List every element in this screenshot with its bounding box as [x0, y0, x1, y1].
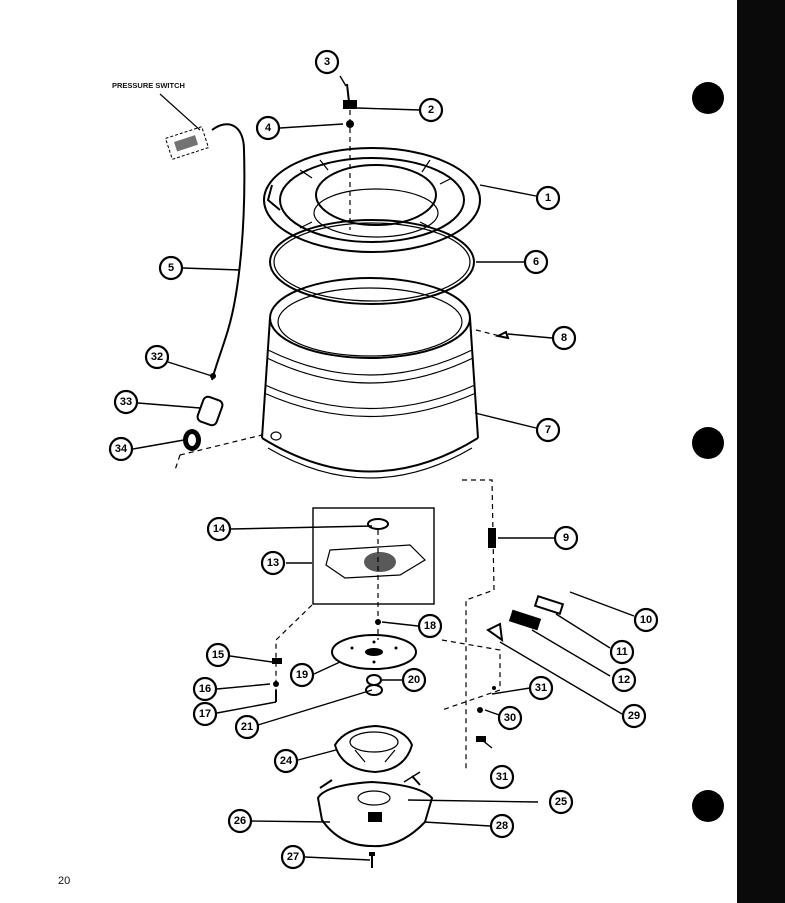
drain-fittings [183, 373, 224, 451]
svg-text:29: 29 [628, 710, 640, 722]
svg-text:4: 4 [265, 122, 272, 134]
svg-text:3: 3 [324, 56, 330, 68]
callout-30: 30 [497, 705, 523, 731]
punch-hole-middle [692, 427, 724, 459]
svg-text:32: 32 [151, 351, 163, 363]
transmission [325, 518, 426, 640]
svg-text:7: 7 [545, 424, 551, 436]
pressure-switch [164, 126, 210, 160]
motor-cover [333, 724, 414, 774]
callout-33: 33 [113, 389, 139, 415]
callout-5: 5 [158, 255, 184, 281]
callout-19: 19 [289, 662, 315, 688]
callout-24: 24 [273, 748, 299, 774]
tub-gasket [269, 219, 475, 305]
base-plate [316, 775, 434, 848]
svg-text:30: 30 [504, 712, 516, 724]
svg-text:1: 1 [545, 192, 551, 204]
hinge-bracket [488, 528, 496, 548]
svg-text:17: 17 [199, 708, 211, 720]
mounting-hardware [272, 658, 282, 702]
svg-text:9: 9 [563, 532, 569, 544]
tub-clip [494, 330, 510, 340]
svg-text:11: 11 [616, 646, 628, 658]
svg-text:28: 28 [496, 820, 508, 832]
punch-hole-top [692, 82, 724, 114]
svg-text:15: 15 [212, 649, 224, 661]
page-number: 20 [58, 875, 70, 887]
svg-text:25: 25 [555, 796, 567, 808]
svg-text:24: 24 [280, 755, 293, 767]
svg-text:26: 26 [234, 815, 246, 827]
callout-7: 7 [535, 417, 561, 443]
callout-10: 10 [633, 607, 659, 633]
callout-32: 32 [144, 344, 170, 370]
svg-text:10: 10 [640, 614, 652, 626]
callout-17: 17 [192, 701, 218, 727]
binding-edge [737, 0, 785, 903]
callout-1: 1 [535, 185, 561, 211]
svg-text:19: 19 [296, 669, 308, 681]
svg-text:14: 14 [213, 523, 226, 535]
outer-tub [261, 277, 479, 479]
svg-text:8: 8 [561, 332, 567, 344]
svg-text:12: 12 [618, 674, 630, 686]
pressure-switch-label: PRESSURE SWITCH [112, 81, 185, 90]
callout-29: 29 [621, 703, 647, 729]
punch-hole-bottom [692, 790, 724, 822]
callout-8: 8 [551, 325, 577, 351]
svg-text:31: 31 [496, 771, 508, 783]
svg-text:2: 2 [428, 104, 434, 116]
callout-27: 27 [280, 844, 306, 870]
svg-text:34: 34 [115, 443, 128, 455]
callout-20: 20 [401, 667, 427, 693]
callout-16: 16 [192, 676, 218, 702]
svg-text:6: 6 [533, 256, 539, 268]
tub-cover [263, 147, 481, 253]
latch-assembly [441, 594, 565, 742]
svg-text:33: 33 [120, 396, 132, 408]
callout-3: 3 [314, 49, 340, 75]
svg-text:20: 20 [408, 674, 420, 686]
callout-21: 21 [234, 714, 260, 740]
callout-26: 26 [227, 808, 253, 834]
callout-6: 6 [523, 249, 549, 275]
callout-31-upper: 31 [528, 675, 554, 701]
callout-31-lower: 31 [489, 764, 515, 790]
callout-12: 12 [611, 667, 637, 693]
svg-text:16: 16 [199, 683, 211, 695]
pressure-hose [211, 123, 246, 381]
callout-28: 28 [489, 813, 515, 839]
svg-text:13: 13 [267, 557, 279, 569]
base-screw [369, 852, 375, 868]
callout-14: 14 [206, 516, 232, 542]
callout-25: 25 [548, 789, 574, 815]
svg-text:27: 27 [287, 851, 299, 863]
callout-13: 13 [260, 550, 286, 576]
drive-pulley [331, 619, 417, 670]
svg-text:31: 31 [535, 682, 547, 694]
transmission-outline [312, 507, 435, 605]
callout-18: 18 [417, 613, 443, 639]
callout-15: 15 [205, 642, 231, 668]
svg-text:21: 21 [241, 721, 253, 733]
callout-34: 34 [108, 436, 134, 462]
callout-9: 9 [553, 525, 579, 551]
svg-text:5: 5 [168, 262, 174, 274]
spring-clip [365, 674, 383, 696]
callout-4: 4 [255, 115, 281, 141]
callout-2: 2 [418, 97, 444, 123]
callout-11: 11 [609, 639, 635, 665]
svg-text:18: 18 [424, 620, 436, 632]
